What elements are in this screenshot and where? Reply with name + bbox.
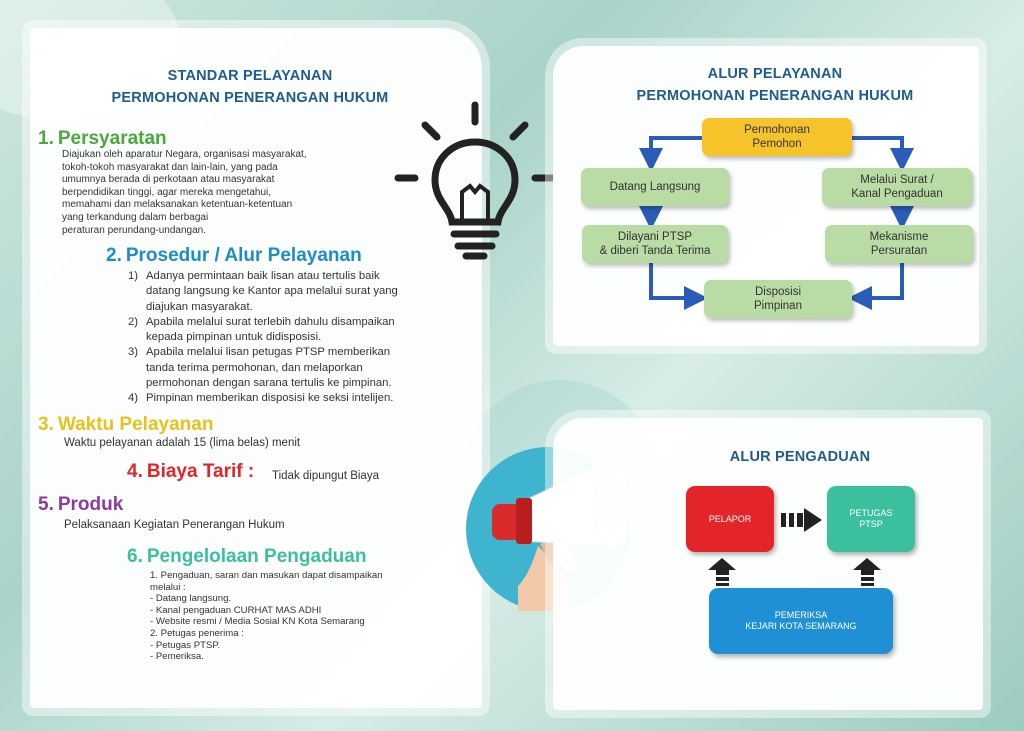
- section-title: Waktu Pelayanan: [57, 414, 214, 435]
- mekanisme-box: Mekanisme Persuratan: [825, 225, 973, 263]
- standard-title-line2: PERMOHONAN PENERANGAN HUKUM: [111, 90, 389, 106]
- pengaduan-line: - Website resmi / Media Sosial KN Kota S…: [150, 616, 365, 628]
- section-title: Persyaratan: [57, 128, 167, 149]
- permohonan-box: Permohonan Pemohon: [702, 118, 852, 156]
- pemeriksa-box: PEMERIKSA KEJARI KOTA SEMARANG: [709, 588, 893, 654]
- prosedur-item-line: diajukan masyarakat.: [146, 300, 253, 313]
- biaya-text: Tidak dipungut Biaya: [272, 470, 379, 482]
- flow-title: ALUR PELAYANAN PERMOHONAN PENERANGAN HUK…: [590, 64, 960, 106]
- prosedur-item-line: datang langsung ke Kantor apa melalui su…: [146, 285, 398, 298]
- disposisi-box: Disposisi Pimpinan: [704, 280, 852, 318]
- pengaduan-line: - Petugas PTSP.: [150, 639, 221, 651]
- section-number: 5.: [38, 494, 54, 515]
- pengaduan-line: 2. Petugas penerima :: [150, 627, 244, 639]
- persyaratan-line: Diajukan oleh aparatur Negara, organisas…: [62, 149, 307, 160]
- pelapor-box: PELAPOR: [686, 486, 774, 552]
- standard-title-line1: STANDAR PELAYANAN: [167, 68, 333, 84]
- prosedur-item: 3) Apabila melalui lisan petugas PTSP mem…: [128, 345, 458, 391]
- pengaduan-line: - Datang langsung.: [150, 593, 232, 605]
- complaint-title: ALUR PENGADUAN: [729, 449, 871, 465]
- prosedur-item: 4) Pimpinan memberikan disposisi ke seksi…: [128, 391, 458, 406]
- persyaratan-line: memahami dan melaksanakan ketentuan-kete…: [62, 199, 293, 211]
- prosedur-item-number: 2): [128, 315, 139, 328]
- section-persyaratan-heading: 1.Persyaratan: [38, 128, 167, 150]
- section-biaya-heading: 4.Biaya Tarif :: [127, 461, 254, 483]
- persyaratan-line: peraturan perundang-undangan.: [62, 224, 207, 236]
- persyaratan-line: yang terkandung dalam berbagai: [62, 211, 209, 223]
- prosedur-item-line: tanda terima permohonan, dan melaporkan: [146, 361, 363, 374]
- lightbulb-icon: [394, 101, 556, 260]
- section-pengaduan-heading: 6.Pengelolaan Pengaduan: [127, 546, 366, 568]
- prosedur-item-line: Adanya permintaan baik lisan atau tertul…: [146, 270, 380, 282]
- section-number: 1.: [38, 128, 54, 149]
- prosedur-item-number: 1): [128, 270, 139, 282]
- section-title: Prosedur / Alur Pelayanan: [125, 245, 362, 266]
- persyaratan-line: umumnya berada di perkotaan atau masyara…: [62, 174, 275, 186]
- section-title: Produk: [57, 494, 124, 515]
- persyaratan-line: berpendidikan tinggi, agar mereka menget…: [62, 186, 272, 198]
- prosedur-list: 1) Adanya permintaan baik lisan atau tert…: [128, 269, 458, 407]
- prosedur-item-line: kepada pimpinan untuk didisposisi.: [146, 331, 322, 344]
- flow-title-line2: PERMOHONAN PENERANGAN HUKUM: [636, 88, 914, 104]
- complaint-panel: [553, 418, 983, 710]
- pengaduan-line: melalui :: [150, 581, 186, 593]
- section-prosedur-heading: 2.Prosedur / Alur Pelayanan: [106, 245, 362, 267]
- surat-kanal-box: Melalui Surat / Kanal Pengaduan: [822, 168, 972, 206]
- produk-text: Pelaksanaan Kegiatan Penerangan Hukum: [64, 519, 285, 531]
- pengaduan-text: 1. Pengaduan, saran dan masukan dapat di…: [150, 570, 440, 663]
- section-produk-heading: 5.Produk: [38, 494, 123, 516]
- dilayani-ptsp-box: Dilayani PTSP & diberi Tanda Terima: [582, 225, 728, 263]
- pengaduan-line: - Kanal pengaduan CURHAT MAS ADHI: [150, 604, 322, 616]
- datang-langsung-box: Datang Langsung: [581, 168, 729, 206]
- standard-panel: [30, 28, 482, 708]
- flow-title-line1: ALUR PELAYANAN: [707, 66, 843, 82]
- prosedur-item-number: 4): [128, 392, 139, 405]
- section-number: 3.: [38, 414, 54, 435]
- prosedur-item-line: permohonan dengan sarana tertulis ke pim…: [146, 377, 392, 390]
- persyaratan-line: tokoh-tokoh masyarakat dan lain-lain, ya…: [62, 161, 278, 173]
- section-title: Pengelolaan Pengaduan: [146, 546, 367, 567]
- persyaratan-text: Diajukan oleh aparatur Negara, organisas…: [62, 149, 362, 237]
- waktu-text: Waktu pelayanan adalah 15 (lima belas) m…: [64, 437, 301, 449]
- pengaduan-line: 1. Pengaduan, saran dan masukan dapat di…: [150, 570, 383, 581]
- prosedur-item: 2) Apabila melalui surat terlebih dahulu …: [128, 315, 458, 346]
- prosedur-item-line: Pimpinan memberikan disposisi ke seksi i…: [146, 392, 394, 405]
- section-title: Biaya Tarif :: [146, 461, 255, 482]
- section-waktu-heading: 3.Waktu Pelayanan: [38, 414, 213, 436]
- section-number: 2.: [106, 245, 122, 266]
- petugas-ptsp-box: PETUGAS PTSP: [827, 486, 915, 552]
- pengaduan-line: - Pemeriksa.: [150, 651, 204, 663]
- prosedur-item: 1) Adanya permintaan baik lisan atau tert…: [128, 269, 458, 315]
- section-number: 4.: [127, 461, 143, 482]
- prosedur-item-line: Apabila melalui lisan petugas PTSP membe…: [146, 346, 391, 359]
- prosedur-item-line: Apabila melalui surat terlebih dahulu di…: [146, 315, 395, 328]
- standard-title: STANDAR PELAYANAN PERMOHONAN PENERANGAN …: [70, 66, 430, 108]
- section-number: 6.: [127, 546, 143, 567]
- prosedur-item-number: 3): [128, 346, 139, 359]
